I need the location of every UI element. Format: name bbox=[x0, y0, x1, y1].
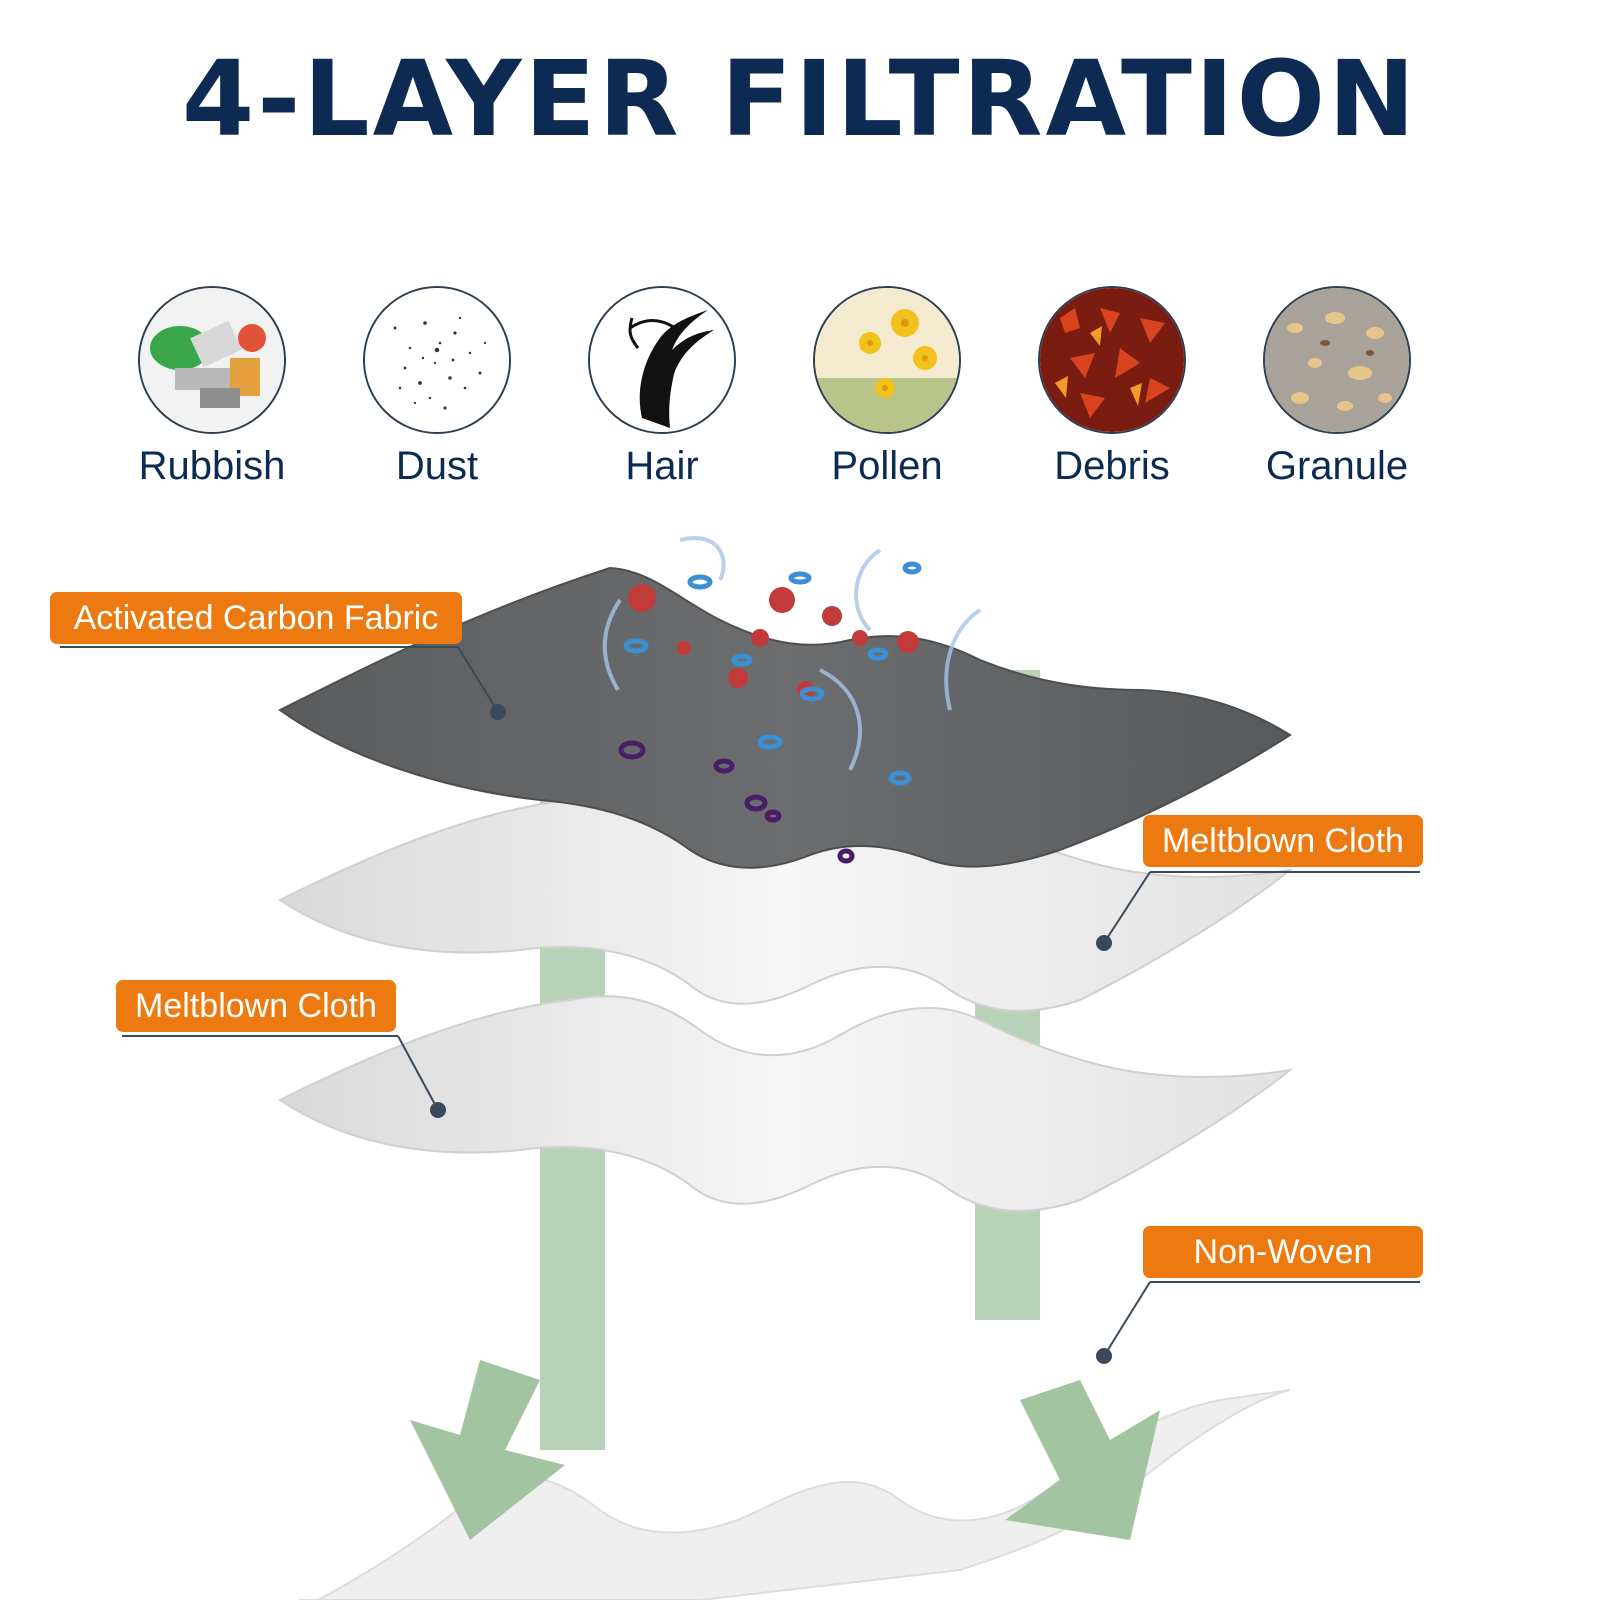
hair-icon bbox=[588, 286, 736, 434]
contaminant-label: Granule bbox=[1265, 444, 1409, 488]
contaminant-label: Pollen bbox=[831, 444, 943, 488]
cell-particles bbox=[618, 561, 922, 864]
contaminant-label: Debris bbox=[1054, 444, 1170, 488]
layer-diagram: Activated Carbon Fabric Meltblown Cloth … bbox=[0, 520, 1600, 1600]
layer-activated-carbon-shape bbox=[278, 566, 1292, 869]
granule-icon bbox=[1263, 286, 1411, 434]
airflow-swirls bbox=[602, 536, 982, 771]
contaminant-granule: Granule bbox=[1217, 286, 1457, 489]
contaminant-rubbish: Rubbish bbox=[92, 286, 332, 489]
contaminant-label: Rubbish bbox=[138, 444, 286, 488]
layer-meltblown-lower-shape bbox=[278, 995, 1294, 1212]
page-title: 4-LAYER FILTRATION bbox=[181, 38, 1419, 160]
contaminant-label: Dust bbox=[395, 444, 479, 488]
contaminant-dust: Dust bbox=[317, 286, 557, 489]
contaminant-debris: Debris bbox=[992, 286, 1232, 489]
contaminant-row: Rubbish Dust bbox=[0, 286, 1600, 506]
rubbish-icon bbox=[138, 286, 286, 434]
dust-icon bbox=[363, 286, 511, 434]
layer-label-meltblown-lower: Meltblown Cloth bbox=[116, 980, 396, 1032]
pollen-icon bbox=[813, 286, 961, 434]
layer-label-meltblown-upper: Meltblown Cloth bbox=[1143, 815, 1423, 867]
contaminant-label: Hair bbox=[625, 444, 699, 488]
debris-icon bbox=[1038, 286, 1186, 434]
contaminant-hair: Hair bbox=[542, 286, 782, 489]
leader-lines bbox=[60, 646, 1420, 1364]
layer-label-non-woven: Non-Woven bbox=[1143, 1226, 1423, 1278]
airflow-arrows bbox=[410, 1360, 1160, 1540]
layer-label-activated-carbon: Activated Carbon Fabric bbox=[50, 592, 462, 644]
virus-particles bbox=[628, 584, 919, 699]
contaminant-pollen: Pollen bbox=[767, 286, 1007, 489]
